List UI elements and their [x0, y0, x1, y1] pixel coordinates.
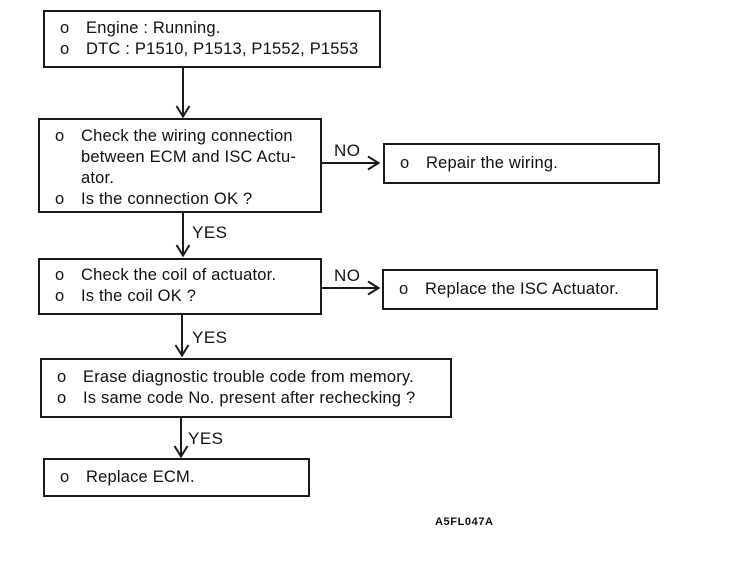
- branch-label-no-1: NO: [334, 141, 361, 160]
- bullet-marker: o: [60, 19, 70, 37]
- box-text-line: Check the coil of actuator.: [81, 266, 277, 284]
- bullet-marker: o: [55, 127, 65, 145]
- box-text-line: Check the wiring connection: [81, 127, 293, 145]
- arrowhead-right-1: [367, 155, 381, 171]
- list-item: o DTC : P1510, P1513, P1552, P1553: [60, 39, 375, 60]
- box-text-line: ator.: [81, 169, 115, 187]
- list-item: o Engine : Running.: [60, 18, 375, 39]
- box-text-line: DTC : P1510, P1513, P1552, P1553: [86, 40, 359, 58]
- box-text-line: between ECM and ISC Actu-: [81, 148, 297, 166]
- branch-label-yes-3: YES: [188, 429, 224, 448]
- branch-label-yes-2: YES: [192, 328, 228, 347]
- branch-label-no-2: NO: [334, 266, 361, 285]
- bullet-marker: o: [60, 468, 70, 486]
- list-item: o Is the coil OK ?: [55, 286, 316, 307]
- arrowhead-down-4: [173, 445, 189, 459]
- box-text-line: Is same code No. present after recheckin…: [83, 389, 416, 407]
- figure-code: A5FL047A: [435, 516, 494, 528]
- list-item: o Is the connection OK ?: [55, 189, 316, 210]
- box-text-line: Replace ECM.: [86, 468, 195, 486]
- arrowhead-down-2: [175, 244, 191, 258]
- arrowhead-down-1: [175, 105, 191, 119]
- bullet-marker: o: [55, 190, 65, 208]
- flowchart-box-repair-wiring: o Repair the wiring.: [383, 143, 660, 184]
- box-text-line: Is the connection OK ?: [81, 190, 253, 208]
- list-item: o Check the wiring connection between EC…: [55, 126, 316, 189]
- bullet-marker: o: [60, 40, 70, 58]
- arrowhead-down-3: [174, 344, 190, 358]
- list-item: o Repair the wiring.: [400, 153, 654, 174]
- box-text-line: Replace the ISC Actuator.: [425, 280, 619, 298]
- arrowhead-right-2: [367, 280, 381, 296]
- list-item: o Is same code No. present after recheck…: [57, 388, 446, 409]
- box-text-line: Repair the wiring.: [426, 154, 558, 172]
- bullet-marker: o: [55, 266, 65, 284]
- flowchart-box-erase-dtc: o Erase diagnostic trouble code from mem…: [40, 358, 452, 418]
- list-item: o Erase diagnostic trouble code from mem…: [57, 367, 446, 388]
- box-text-line: Is the coil OK ?: [81, 287, 197, 305]
- flowchart-box-replace-isc: o Replace the ISC Actuator.: [382, 269, 658, 310]
- list-item: o Replace the ISC Actuator.: [399, 279, 652, 300]
- bullet-marker: o: [57, 389, 67, 407]
- branch-label-yes-1: YES: [192, 223, 228, 242]
- list-item: o Check the coil of actuator.: [55, 265, 316, 286]
- flowchart-box-check-coil: o Check the coil of actuator. o Is the c…: [38, 258, 322, 315]
- bullet-marker: o: [55, 287, 65, 305]
- flowchart-box-start: o Engine : Running. o DTC : P1510, P1513…: [43, 10, 381, 68]
- box-text-line: Engine : Running.: [86, 19, 221, 37]
- list-item: o Replace ECM.: [60, 467, 304, 488]
- bullet-marker: o: [400, 154, 410, 172]
- box-text-line: Erase diagnostic trouble code from memor…: [83, 368, 414, 386]
- bullet-marker: o: [57, 368, 67, 386]
- flowchart-box-replace-ecm: o Replace ECM.: [43, 458, 310, 497]
- flowchart-box-check-wiring: o Check the wiring connection between EC…: [38, 118, 322, 213]
- bullet-marker: o: [399, 280, 409, 298]
